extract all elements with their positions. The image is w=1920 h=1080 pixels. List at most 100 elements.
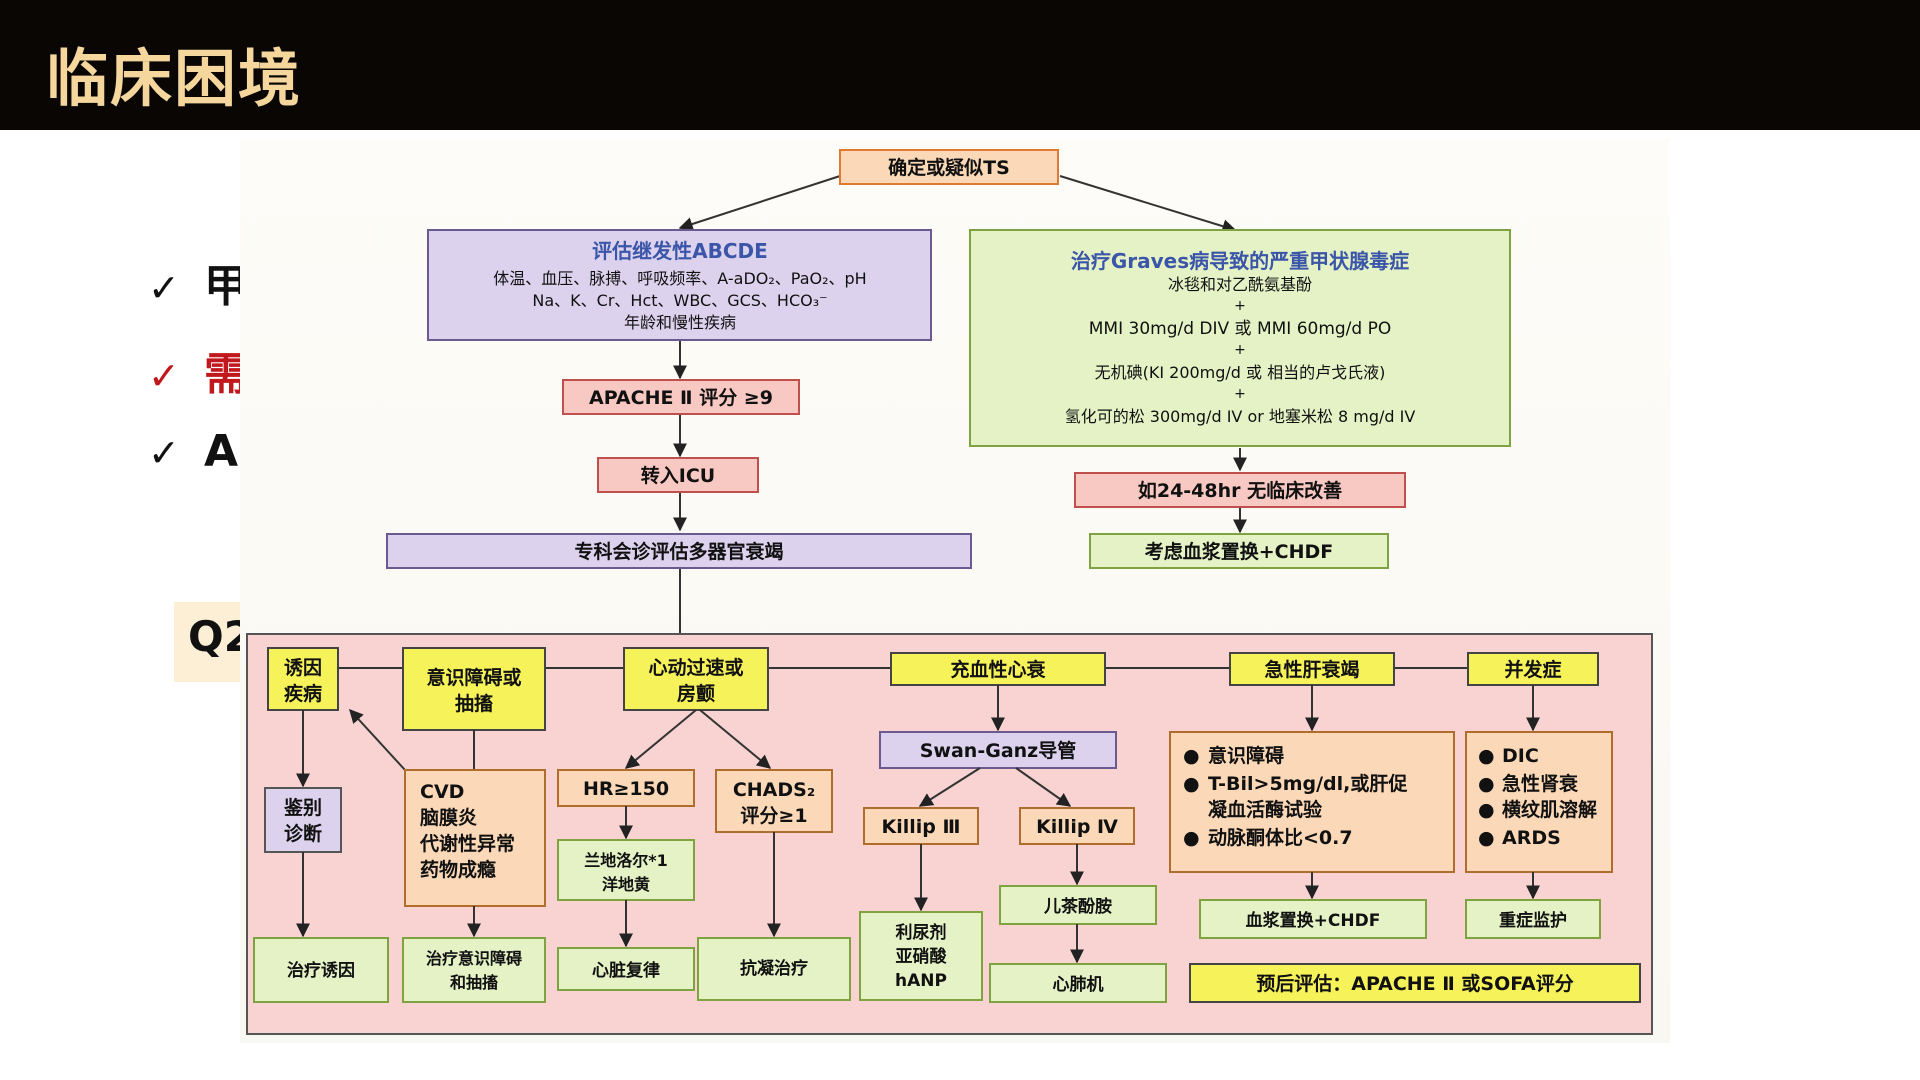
node-no-improve <box>1074 472 1406 508</box>
node-liver-items <box>1169 731 1455 873</box>
anticoag-text: 抗凝治疗 <box>740 958 808 979</box>
connector-arrow <box>624 709 697 769</box>
liver-item-text: 凝血活酶试验 <box>1208 798 1323 821</box>
connector-arrow <box>699 709 772 769</box>
consult-text: 专科会诊评估多器官衰竭 <box>574 540 783 563</box>
icu-text: 转入ICU <box>641 464 715 487</box>
assess-line: Na、K、Cr、Hct、WBC、GCS、HCO₃⁻ <box>532 291 827 310</box>
node-catechol <box>999 885 1157 925</box>
connector-arrow <box>678 175 841 231</box>
assess-line: 体温、血压、脉搏、呼吸频率、A-aDO₂、PaO₂、pH <box>493 269 866 288</box>
treat-consc-text: 治疗意识障碍 <box>426 949 522 968</box>
node-treat-consc <box>402 937 546 1003</box>
node-plasma-chdf <box>1199 899 1427 939</box>
check-icon: ✓ <box>148 354 180 398</box>
node-cvd <box>404 769 546 907</box>
plus-sign: + <box>1234 298 1246 314</box>
connector-arrow <box>1059 175 1237 233</box>
trigger-text: 疾病 <box>284 682 322 705</box>
tachy-text: 房颤 <box>677 682 715 705</box>
node-assess <box>427 229 932 341</box>
node-prognosis <box>1189 963 1641 1003</box>
killip4-text: Killip Ⅳ <box>1036 816 1118 838</box>
catechol-text: 儿茶酚胺 <box>1043 896 1112 917</box>
node-icu-monitor <box>1465 899 1601 939</box>
tachy-text: 心动过速或 <box>648 656 743 679</box>
node-treatment <box>969 229 1511 447</box>
comp-item-text: DIC <box>1502 745 1539 767</box>
node-chf <box>890 652 1106 686</box>
treatment-title: 治疗Graves病导致的严重甲状腺毒症 <box>1071 249 1409 273</box>
cvd-text: 脑膜炎 <box>419 806 477 829</box>
treatment-line: 氢化可的松 300mg/d IV or 地塞米松 8 mg/d IV <box>1065 407 1416 426</box>
connector-arrow <box>918 767 981 807</box>
bullet-item: ✓甲 <box>148 250 248 314</box>
node-complication <box>1467 652 1599 686</box>
treat-consc-text: 和抽搐 <box>450 973 498 992</box>
flowchart-image: 确定或疑似TS 评估继发性ABCDE 体温、血压、脉搏、呼吸频率、A-aDO₂、… <box>240 138 1670 1043</box>
plasma-text: 考虑血浆置换+CHDF <box>1145 540 1334 563</box>
trigger-text: 诱因 <box>284 657 322 679</box>
liver-item-text: T-Bil>5mg/dl,或肝促 <box>1208 772 1407 795</box>
node-diff-dx <box>264 787 342 853</box>
chads-text: CHADS₂ <box>733 779 815 801</box>
page-title: 临床困境 <box>46 42 303 115</box>
connector-arrow <box>349 708 406 771</box>
cvd-text: CVD <box>420 781 464 803</box>
no-improve-text: 如24-48hr 无临床改善 <box>1138 479 1342 502</box>
comp-item-text: ARDS <box>1502 827 1561 849</box>
node-tachy <box>623 647 769 711</box>
connector-arrow <box>1015 767 1072 807</box>
flowchart-svg: 确定或疑似TS 评估继发性ABCDE 体温、血压、脉搏、呼吸频率、A-aDO₂、… <box>246 149 1653 1035</box>
comp-item-text: 横纹肌溶解 <box>1502 798 1597 821</box>
complication-text: 并发症 <box>1504 658 1561 681</box>
consciousness-text: 抽搐 <box>455 692 493 715</box>
bullet-dot: ● <box>1478 773 1495 795</box>
check-icon: ✓ <box>148 431 180 475</box>
node-plasma <box>1089 533 1389 569</box>
bullet-dot: ● <box>1478 745 1495 767</box>
node-diuretic <box>859 911 983 1001</box>
liver-text: 急性肝衰竭 <box>1264 658 1359 681</box>
node-apache <box>562 379 800 415</box>
chads-text: 评分≥1 <box>740 805 807 827</box>
bullet-dot: ● <box>1183 827 1200 849</box>
plasma-chdf-text: 血浆置换+CHDF <box>1246 910 1381 931</box>
node-consciousness <box>402 647 546 731</box>
diuretic-text: hANP <box>895 971 947 991</box>
diff-dx-text: 鉴别 <box>283 797 322 819</box>
node-icu <box>597 457 759 493</box>
bullet-dot: ● <box>1478 827 1495 849</box>
node-comp-items <box>1465 731 1613 873</box>
node-ecmo <box>989 963 1167 1003</box>
node-swan <box>879 731 1117 769</box>
node-anticoag <box>697 937 851 1001</box>
node-treat-trigger <box>253 937 389 1003</box>
node-trigger <box>267 647 339 711</box>
prognosis-text: 预后评估：APACHE Ⅱ 或SOFA评分 <box>1256 972 1574 995</box>
plus-sign: + <box>1234 342 1246 358</box>
killip3-text: Killip Ⅲ <box>882 816 961 838</box>
bullet-dot: ● <box>1478 799 1495 821</box>
hr-text: HR≥150 <box>583 778 669 800</box>
treatment-line: 无机碘(KI 200mg/d 或 相当的卢戈氏液) <box>1095 363 1386 382</box>
node-consult <box>386 533 972 569</box>
assess-line: 年龄和慢性疾病 <box>624 313 736 332</box>
bullet-item: ✓A <box>148 426 238 477</box>
check-icon: ✓ <box>148 266 180 310</box>
diff-dx-text: 诊断 <box>284 822 322 845</box>
bullet-text: A <box>204 426 239 477</box>
icu-monitor-text: 重症监护 <box>1499 910 1567 931</box>
node-cardioversion <box>557 947 695 991</box>
consciousness-text: 意识障碍或 <box>426 666 521 689</box>
node-landiolol <box>557 839 695 901</box>
diuretic-text: 亚硝酸 <box>896 946 948 967</box>
node-killip3 <box>863 807 979 845</box>
liver-item-text: 动脉酮体比<0.7 <box>1208 826 1353 849</box>
cvd-text: 药物成瘾 <box>420 858 496 881</box>
treatment-line: MMI 30mg/d DIV 或 MMI 60mg/d PO <box>1089 319 1392 339</box>
landiolol-text: 兰地洛尔*1 <box>584 851 668 870</box>
landiolol-text: 洋地黄 <box>602 875 650 894</box>
treatment-line: 冰毯和对乙酰氨基酚 <box>1168 275 1312 294</box>
cardioversion-text: 心脏复律 <box>592 960 660 981</box>
